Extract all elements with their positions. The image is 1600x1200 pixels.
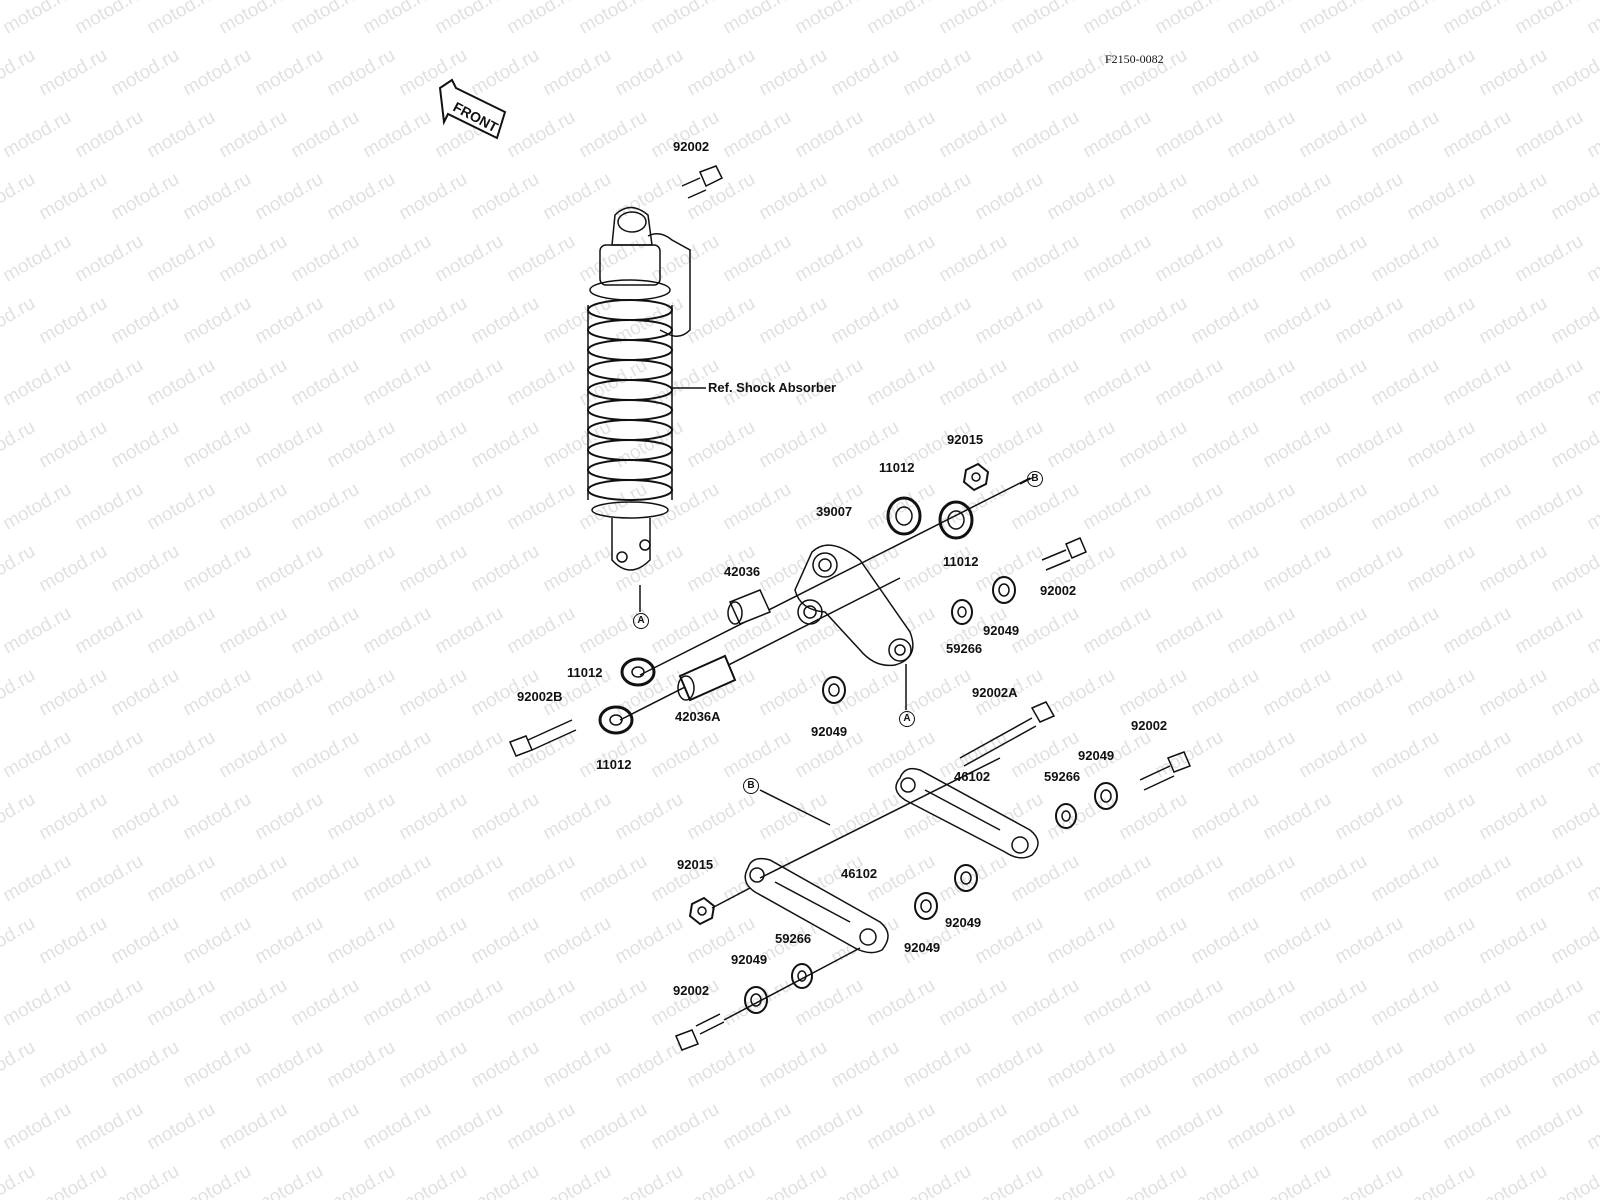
part-label: 92002A [972, 685, 1018, 700]
nut-92015-top [962, 462, 990, 492]
part-label: 92015 [947, 432, 984, 447]
part-label: 92002 [673, 139, 710, 154]
bush-59266-lower-left [791, 963, 813, 989]
part-label: 92002 [673, 983, 710, 998]
part-label: 59266 [946, 641, 983, 656]
part-label: 92049 [1078, 748, 1115, 763]
bolt-92002-lower-right [1139, 751, 1191, 791]
part-label: 92049 [904, 940, 941, 955]
bolt-92002B [509, 719, 577, 757]
bush-59266-right [951, 599, 973, 625]
collar-92049-lower-right [1094, 782, 1118, 810]
part-label: 11012 [943, 554, 979, 569]
callout-b-upper: B [1027, 470, 1043, 487]
part-label: 92002 [1131, 718, 1168, 733]
shock-absorber [587, 206, 691, 571]
part-label: 59266 [775, 931, 812, 946]
oil-seal-11012-right [938, 500, 974, 540]
callout-b-lower: B [743, 777, 759, 794]
callout-a-upper: A [633, 612, 649, 629]
part-label: 46102 [954, 769, 991, 784]
collar-92049-center [822, 676, 846, 704]
bolt-92002-top [681, 165, 724, 199]
collar-92049-lower-left [744, 986, 768, 1014]
collar-92049-bottom-right [954, 864, 978, 892]
part-label: 11012 [879, 460, 915, 475]
part-label: 92049 [811, 724, 848, 739]
bolt-92002-lower-left [675, 1013, 725, 1051]
tie-rod-46102-upper [895, 767, 1039, 859]
part-label: 42036 [724, 564, 761, 579]
part-label: 92049 [983, 623, 1020, 638]
part-label: 39007 [816, 504, 853, 519]
bush-59266-lower-right [1055, 803, 1077, 829]
part-label: 11012 [596, 757, 632, 772]
bolt-92002A [959, 701, 1056, 767]
bearing-42036A [677, 654, 737, 702]
rocker-arm-39007 [794, 544, 914, 667]
part-label: 92015 [677, 857, 714, 872]
collar-92049-bottom-center [914, 892, 938, 920]
oil-seal-11012-top [886, 496, 922, 536]
front-arrow-icon [438, 78, 507, 140]
bolt-92002-right [1041, 537, 1087, 571]
part-label: 46102 [841, 866, 878, 881]
part-label: 92049 [731, 952, 768, 967]
part-label: 59266 [1044, 769, 1081, 784]
collar-92049-right [992, 576, 1016, 604]
part-label: 92049 [945, 915, 982, 930]
part-label: 11012 [567, 665, 603, 680]
figure-id: F2150-0082 [1105, 52, 1164, 66]
reference-label: Ref. Shock Absorber [708, 380, 837, 395]
nut-92015-lower [688, 896, 716, 926]
tie-rod-46102-lower [744, 857, 889, 954]
oil-seal-11012-bottom [598, 705, 634, 735]
part-label: 92002 [1040, 583, 1077, 598]
callout-a-lower: A [899, 710, 915, 727]
sleeve-42036 [727, 589, 772, 625]
part-label: 42036A [675, 709, 721, 724]
part-label: 92002B [517, 689, 563, 704]
oil-seal-11012-left [620, 657, 656, 687]
